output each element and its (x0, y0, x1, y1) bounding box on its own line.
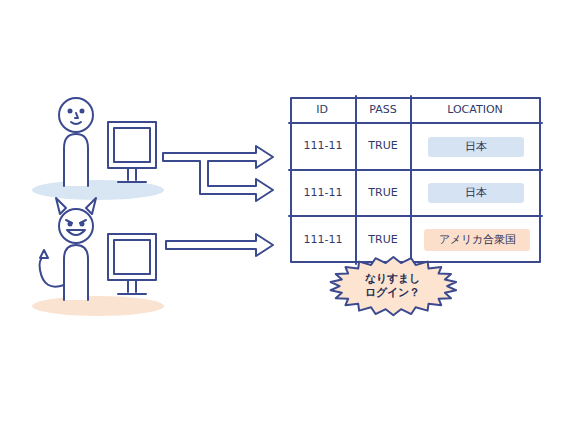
computer-monitor (108, 122, 156, 182)
table-cell: TRUE (368, 186, 397, 199)
location-text: アメリカ合衆国 (439, 233, 516, 247)
table-cell: 111-11 (304, 186, 343, 199)
alert-text: なりすまし ログイン？ (358, 272, 428, 301)
location-tag: 日本 (428, 183, 524, 203)
alert-burst: なりすまし ログイン？ (328, 255, 459, 317)
location-text: 日本 (465, 140, 487, 154)
login-table (289, 96, 542, 264)
branch-arrow (163, 146, 273, 201)
table-cell: TRUE (368, 233, 397, 246)
attacker-figure (40, 198, 97, 300)
user-figure (59, 98, 93, 186)
column-header: ID (316, 103, 328, 116)
floor-shadow (32, 296, 164, 316)
table-cell: 111-11 (304, 139, 343, 152)
table-cell: 111-11 (304, 233, 343, 246)
column-header: PASS (369, 103, 396, 116)
location-tag: アメリカ合衆国 (424, 229, 530, 251)
burst-shape (330, 257, 455, 315)
location-tag: 日本 (428, 137, 524, 157)
location-text: 日本 (465, 186, 487, 200)
attack-arrow (166, 234, 273, 256)
table-cell: TRUE (368, 139, 397, 152)
computer-monitor (108, 234, 156, 294)
column-header: LOCATION (447, 103, 503, 116)
